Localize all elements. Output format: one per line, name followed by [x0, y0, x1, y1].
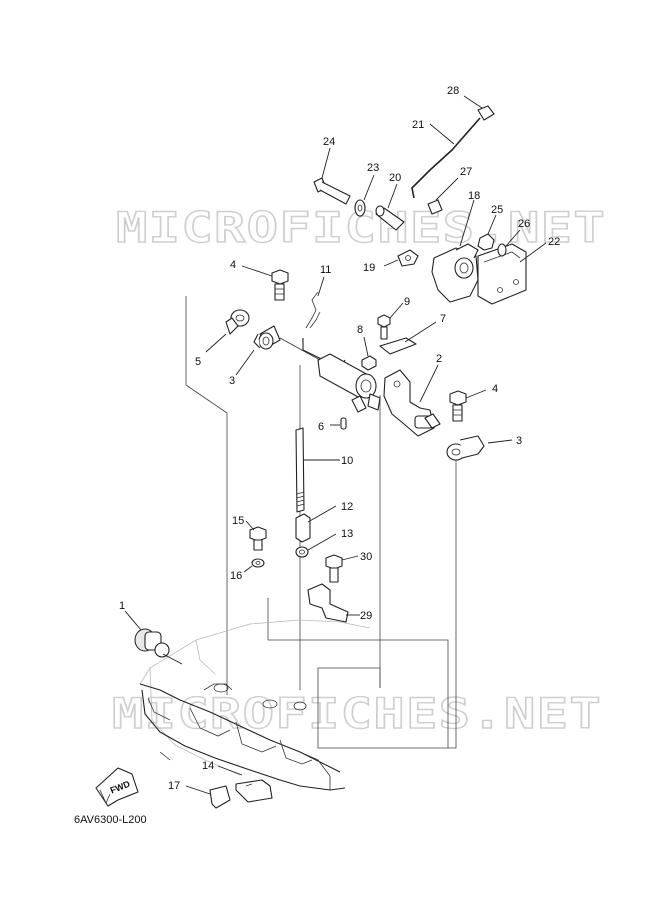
part-13-nut	[295, 533, 337, 558]
part-26-washer	[497, 229, 521, 257]
callout-6: 6	[318, 421, 324, 433]
callout-13: 13	[341, 528, 353, 540]
part-20-sleeve	[375, 183, 405, 231]
callout-25: 25	[491, 204, 503, 216]
callout-12: 12	[341, 501, 353, 513]
part-25-bolt	[477, 214, 497, 251]
part-30-bolt	[325, 554, 359, 583]
part-9-screw	[377, 302, 404, 340]
callout-22: 22	[548, 236, 560, 248]
callout-15: 15	[232, 515, 244, 527]
fwd-arrow: FWD	[95, 767, 139, 807]
part-16-washer	[243, 558, 265, 573]
callout-23: 23	[367, 162, 379, 174]
part-3-collar-left	[235, 325, 281, 376]
callout-20: 20	[389, 172, 401, 184]
callout-28: 28	[447, 85, 459, 97]
callout-3-right: 3	[516, 435, 522, 447]
part-15-bolt	[245, 520, 267, 551]
callout-14: 14	[202, 760, 214, 772]
part-5-clip	[205, 309, 250, 353]
callout-11: 11	[320, 264, 331, 276]
callout-1: 1	[119, 600, 125, 612]
part-29-bracket	[307, 583, 360, 623]
callout-21: 21	[412, 119, 424, 131]
callout-5: 5	[195, 356, 201, 368]
part-22-plate-bracket	[477, 242, 547, 305]
part-14-bracket	[217, 765, 273, 803]
callout-9: 9	[404, 296, 410, 308]
watermark-bottom: MICROFICHES.NET	[112, 689, 602, 738]
part-8-nut	[361, 336, 377, 371]
callout-19: 19	[363, 262, 375, 274]
part-6-pin	[330, 417, 347, 430]
callout-30: 30	[360, 551, 372, 563]
callout-8: 8	[357, 324, 363, 336]
part-19-link	[383, 249, 419, 267]
callout-4-upper: 4	[230, 259, 236, 271]
part-21-lever-wire	[411, 117, 481, 199]
part-24-long-bolt	[313, 147, 351, 205]
callout-26: 26	[518, 218, 530, 230]
callout-24: 24	[323, 136, 335, 148]
callout-3-left: 3	[229, 375, 235, 387]
part-7-plate	[379, 321, 437, 355]
callout-16: 16	[230, 570, 242, 582]
reference-frame	[185, 296, 457, 749]
part-2-lever-bracket	[383, 364, 441, 437]
part-12-coupling-nut	[295, 505, 337, 543]
callout-18: 18	[468, 190, 480, 202]
lower-casing-outline	[139, 619, 371, 791]
part-4-bolt-upper	[241, 265, 289, 301]
part-18-shift-lever	[431, 199, 479, 303]
part-23-washer	[354, 174, 375, 217]
part-28-knob	[463, 95, 495, 121]
part-3-collar-right	[446, 435, 513, 461]
part-4-bolt-right	[449, 389, 487, 422]
part-1-grommet	[124, 610, 183, 665]
callout-27: 27	[460, 166, 472, 178]
part-17-clip	[185, 785, 231, 809]
callout-29: 29	[360, 610, 372, 622]
callout-4-right: 4	[492, 383, 498, 395]
part-27-clip	[427, 177, 459, 215]
part-10-shift-rod	[295, 427, 340, 513]
callout-17: 17	[168, 780, 180, 792]
callout-2: 2	[436, 353, 442, 365]
callout-7: 7	[440, 313, 446, 325]
shift-link-body	[279, 337, 381, 413]
callout-10: 10	[341, 455, 353, 467]
drawing-code: 6AV6300-L200	[74, 814, 147, 826]
